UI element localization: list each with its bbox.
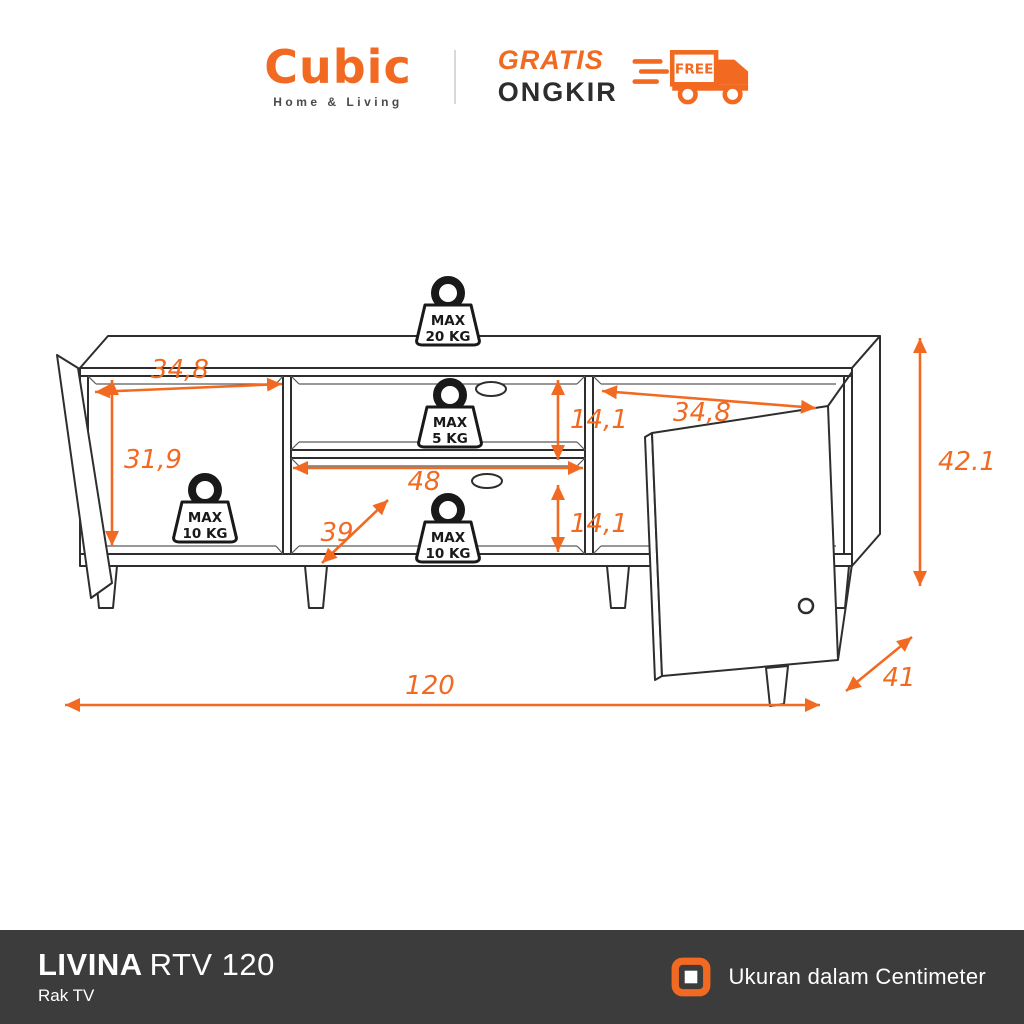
truck-wheel-rear: [677, 83, 698, 104]
header-divider: [453, 49, 456, 104]
free-badge: FREE: [675, 61, 714, 77]
leg-middle-right: [606, 565, 630, 609]
free-shipping-promo: GRATIS ONGKIR FREE: [498, 45, 760, 107]
weight-value-label: 20 KG: [425, 329, 470, 345]
dim-left-inner-width: 34,8: [151, 355, 209, 385]
dim-arrow-left-inner-width: [94, 377, 283, 399]
promo-gratis-label: GRATIS: [497, 45, 604, 76]
dim-right-inner-width: 34,8: [673, 398, 731, 428]
brand-name: Cubic: [264, 40, 412, 94]
weight-value-label: 10 KG: [425, 546, 470, 562]
dim-overall-depth: 41: [882, 663, 915, 693]
truck-chassis: [671, 83, 748, 91]
delivery-truck-icon: FREE: [632, 49, 748, 104]
dim-upper-shelf-height: 14,1: [570, 405, 628, 435]
unit-note: Ukuran dalam Centimeter: [728, 964, 986, 989]
truck-wheel-front: [722, 83, 743, 104]
dim-arrow-inner-depth: [321, 499, 389, 564]
left-door-open: [56, 354, 113, 599]
dim-overall-height: 42.1: [938, 447, 996, 477]
weight-capacity-bottom: MAX 10 KG: [415, 493, 481, 564]
weight-icon: [431, 276, 465, 310]
unit-note-group: Ukuran dalam Centimeter: [670, 956, 986, 998]
header: Cubic Home & Living GRATIS ONGKIR FREE: [0, 44, 1024, 109]
promo-text: GRATIS ONGKIR: [498, 45, 618, 107]
weight-value-label: 10 KG: [182, 526, 227, 542]
weight-capacity-top: MAX 20 KG: [415, 276, 481, 347]
weight-value-label: 5 KG: [432, 431, 468, 447]
dim-middle-width: 48: [407, 467, 440, 497]
product-model: RTV 120: [149, 947, 275, 983]
product-category: Rak TV: [38, 985, 95, 1005]
dimension-frame-icon: [672, 957, 711, 997]
brand-tagline: Home & Living: [273, 95, 403, 109]
dim-left-inner-height: 31,9: [124, 445, 182, 475]
cable-hole-lower: [471, 473, 503, 489]
promo-ongkir-label: ONGKIR: [497, 76, 618, 107]
dim-lower-shelf-height: 14,1: [570, 509, 628, 539]
weight-max-label: MAX: [433, 415, 468, 431]
product-series: LIVINA: [38, 947, 143, 983]
right-door-panel: [651, 405, 839, 677]
weight-max-label: MAX: [431, 313, 466, 329]
dimension-annotations: 34,8 31,9 14,1 14,1 48 39 34,8 42.1 120 …: [65, 338, 996, 712]
weight-max-label: MAX: [188, 510, 223, 526]
dim-arrow-overall-depth: [845, 635, 913, 693]
right-door-open: [644, 371, 853, 707]
cabinet-right-side: [851, 335, 881, 567]
leg-middle-left: [304, 565, 328, 609]
dim-arrow-right-inner-width: [601, 385, 817, 414]
leg-under-door: [765, 665, 789, 707]
dim-overall-width: 120: [405, 671, 455, 701]
truck-cargo-box: [669, 49, 719, 87]
dim-inner-depth: 39: [320, 518, 353, 548]
brand-logo: Cubic Home & Living: [264, 44, 411, 109]
truck-cab: [715, 59, 748, 84]
speed-lines-icon: [632, 58, 669, 84]
cable-hole-upper: [475, 381, 507, 397]
tv-stand-diagram: MAX 20 KG MAX 5 KG MAX 10 KG MAX 10 KG 3…: [56, 276, 996, 712]
weight-capacity-shelf: MAX 5 KG: [417, 378, 483, 449]
door-knob: [797, 597, 815, 615]
weight-capacity-left: MAX 10 KG: [172, 473, 238, 544]
weight-max-label: MAX: [431, 530, 466, 546]
